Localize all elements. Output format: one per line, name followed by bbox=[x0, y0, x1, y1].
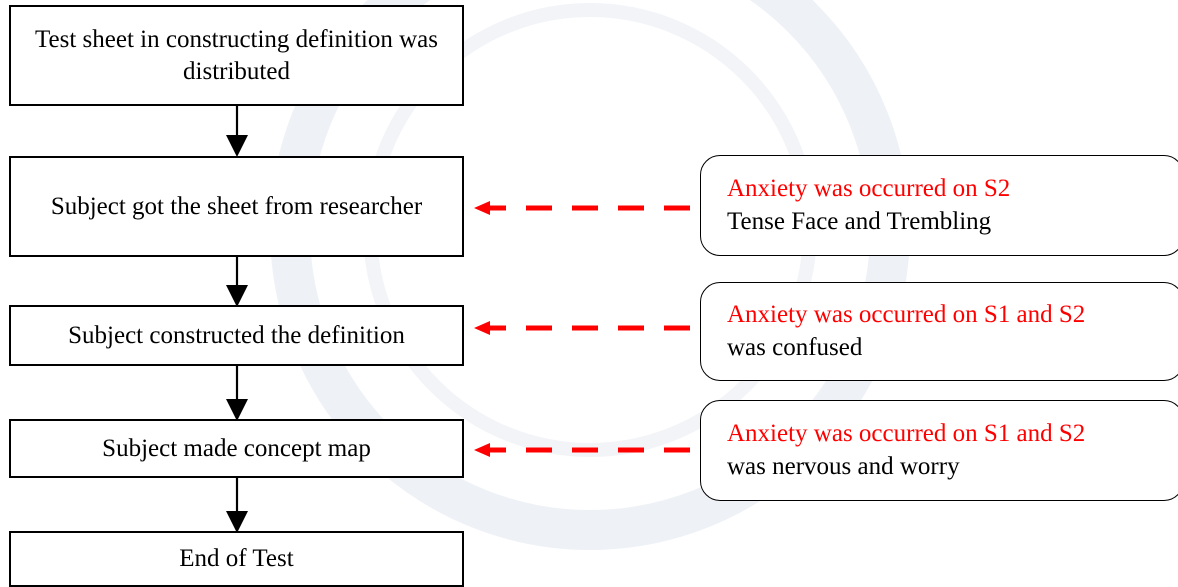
anxiety-note-1: Anxiety was occurred on S2 Tense Face an… bbox=[700, 155, 1178, 256]
anxiety-note-title: Anxiety was occurred on S1 and S2 bbox=[727, 301, 1086, 328]
step-end-of-test: End of Test bbox=[9, 531, 464, 587]
step-label: Subject made concept map bbox=[102, 434, 371, 462]
step-label: Subject got the sheet from researcher bbox=[50, 192, 423, 220]
anxiety-note-title: Anxiety was occurred on S2 bbox=[727, 175, 1011, 202]
dashed-arrow-3 bbox=[474, 443, 690, 457]
step-label: End of Test bbox=[179, 545, 294, 573]
step-subject-made-concept-map: Subject made concept map bbox=[9, 419, 464, 478]
anxiety-note-description: was confused bbox=[727, 333, 863, 361]
step-test-sheet-distributed: Test sheet in constructing definition wa… bbox=[9, 5, 464, 106]
step-label: Subject constructed the definition bbox=[68, 321, 405, 349]
dashed-arrow-2 bbox=[474, 321, 690, 335]
anxiety-note-2: Anxiety was occurred on S1 and S2 was co… bbox=[700, 282, 1178, 381]
step-subject-constructed-definition: Subject constructed the definition bbox=[9, 305, 464, 366]
step-subject-got-sheet: Subject got the sheet from researcher bbox=[9, 156, 464, 257]
anxiety-note-description: Tense Face and Trembling bbox=[727, 207, 992, 235]
anxiety-note-title: Anxiety was occurred on S1 and S2 bbox=[727, 420, 1086, 447]
anxiety-note-3: Anxiety was occurred on S1 and S2 was ne… bbox=[700, 400, 1178, 501]
anxiety-note-description: was nervous and worry bbox=[727, 452, 960, 480]
dashed-arrow-1 bbox=[474, 201, 690, 215]
step-label: Test sheet in constructing definition wa… bbox=[34, 26, 439, 85]
